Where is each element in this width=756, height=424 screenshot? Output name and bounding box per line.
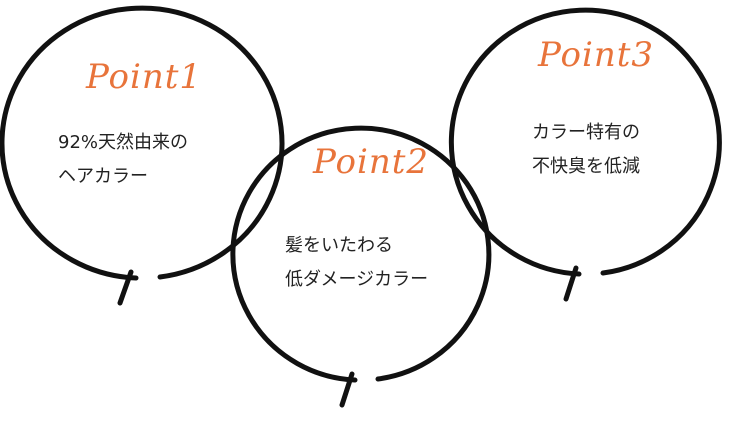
point2-line1: 髪をいたわる (285, 235, 393, 256)
point3-line2: 不快臭を低減 (532, 156, 640, 177)
point3-description: カラー特有の 不快臭を低減 (532, 116, 640, 184)
point1-line2: ヘアカラー (58, 166, 148, 187)
point1-title: Point1 (86, 57, 203, 97)
point2-title: Point2 (313, 142, 430, 182)
point1-description: 92%天然由来の ヘアカラー (58, 126, 188, 194)
ring-point2 (230, 125, 492, 383)
ring-point2-tail (339, 371, 355, 408)
ring-point1 (0, 5, 285, 281)
point3-title: Point3 (538, 35, 655, 75)
ring-point1-tail (117, 269, 134, 306)
point1-line1: 92%天然由来の (58, 132, 189, 153)
ring-point3 (448, 7, 722, 277)
ring-point3-tail (563, 265, 579, 302)
point2-description: 髪をいたわる 低ダメージカラー (285, 229, 428, 297)
point2-line2: 低ダメージカラー (285, 269, 429, 290)
point3-line1: カラー特有の (532, 122, 640, 143)
